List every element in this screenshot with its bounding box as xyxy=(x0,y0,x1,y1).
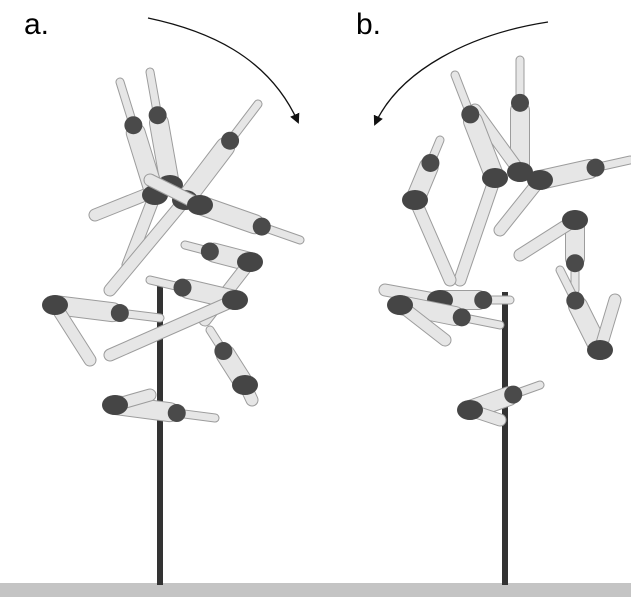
floor xyxy=(0,583,631,597)
gymnast-b-pose-9 xyxy=(402,140,450,280)
gymnast-b-pose-4 xyxy=(520,210,588,290)
gymnast-b-pose-2 xyxy=(455,75,508,280)
gymnast-a-pose-7 xyxy=(42,295,160,360)
gymnast-a-pose-8 xyxy=(210,330,258,400)
gymnast-b-pose-7 xyxy=(560,270,615,360)
rotation-arrow-clockwise-icon xyxy=(148,18,298,122)
gymnast-poses-panel-a xyxy=(42,72,300,422)
gymnast-b-pose-8 xyxy=(457,385,540,420)
